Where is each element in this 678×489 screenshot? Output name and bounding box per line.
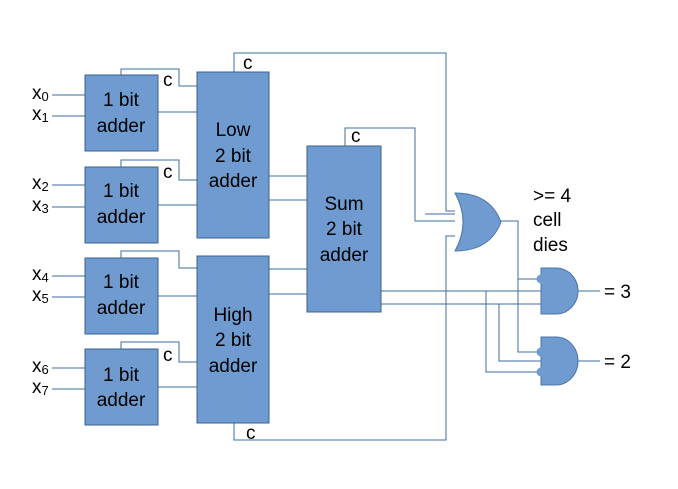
or-output-line3: dies xyxy=(533,235,568,256)
low-2-bit-adder: Low 2 bit adder xyxy=(196,71,270,239)
carry-label-high: c xyxy=(246,423,256,444)
wire-sum-out-4 xyxy=(498,304,541,362)
carry-label-adder2: c xyxy=(163,162,173,183)
or-output-line1: >= 4 xyxy=(533,186,571,207)
adder-label-line1: 1 bit xyxy=(103,90,140,111)
carry-label-adder4: c xyxy=(163,345,173,366)
one-bit-adder-1: 1 bit adder xyxy=(84,74,159,152)
wire-adder4-carry xyxy=(120,341,197,363)
and-gate-eq3 xyxy=(536,267,579,315)
and-gate-eq2 xyxy=(536,336,579,386)
low-adder-line1: Low xyxy=(216,120,251,141)
input-label-x1: x1 xyxy=(32,104,49,125)
wires xyxy=(52,52,600,441)
input-label-x6: x6 xyxy=(32,356,49,377)
carry-label-sum: c xyxy=(351,126,361,147)
input-label-x4: x4 xyxy=(32,264,49,285)
adder-label-line1: 1 bit xyxy=(103,365,140,386)
inverter-bubble xyxy=(536,274,546,284)
input-label-x3: x3 xyxy=(32,195,49,216)
output-eq2-label: = 2 xyxy=(604,352,631,373)
one-bit-adder-4: 1 bit adder xyxy=(84,348,159,426)
one-bit-adder-2: 1 bit adder xyxy=(84,166,159,244)
inverter-bubble xyxy=(536,347,546,357)
carry-label-low: c xyxy=(243,53,253,74)
sum-adder-line2: 2 bit xyxy=(326,219,363,240)
sum-2-bit-adder: Sum 2 bit adder xyxy=(306,145,382,313)
high-adder-line2: 2 bit xyxy=(215,330,252,351)
input-label-x7: x7 xyxy=(32,377,49,398)
input-label-x0: x0 xyxy=(32,83,49,104)
wire-or-output-b xyxy=(517,279,541,353)
or-gate xyxy=(454,192,502,252)
adder-label-line2: adder xyxy=(97,116,146,137)
input-label-x2: x2 xyxy=(32,173,49,194)
adder-label-line2: adder xyxy=(97,298,146,319)
adder-label-line1: 1 bit xyxy=(103,181,140,202)
wire-adder2-carry xyxy=(120,159,197,181)
wire-high-carry-or xyxy=(233,235,455,441)
wire-or-output xyxy=(500,220,541,280)
low-adder-line2: 2 bit xyxy=(215,146,252,167)
input-label-x5: x5 xyxy=(32,285,49,306)
high-adder-line1: High xyxy=(213,305,252,326)
wire-sum-carry-or xyxy=(344,127,455,222)
output-eq3-label: = 3 xyxy=(604,282,631,303)
high-adder-line3: adder xyxy=(209,356,258,377)
wire-low-carry-or xyxy=(233,52,455,212)
low-adder-line3: adder xyxy=(209,171,258,192)
adder-label-line1: 1 bit xyxy=(103,272,140,293)
sum-adder-line3: adder xyxy=(320,245,369,266)
adder-label-line2: adder xyxy=(97,207,146,228)
inverter-bubble xyxy=(536,367,546,377)
high-2-bit-adder: High 2 bit adder xyxy=(196,255,270,424)
or-output-line2: cell xyxy=(533,210,562,231)
carry-label-adder1: c xyxy=(163,70,173,91)
wire-adder3-carry xyxy=(120,250,197,269)
one-bit-adder-3: 1 bit adder xyxy=(84,257,159,335)
sum-adder-line1: Sum xyxy=(324,194,363,215)
wire-sum-out-3 xyxy=(485,291,541,373)
adder-label-line2: adder xyxy=(97,390,146,411)
wire-adder1-carry xyxy=(120,68,197,87)
